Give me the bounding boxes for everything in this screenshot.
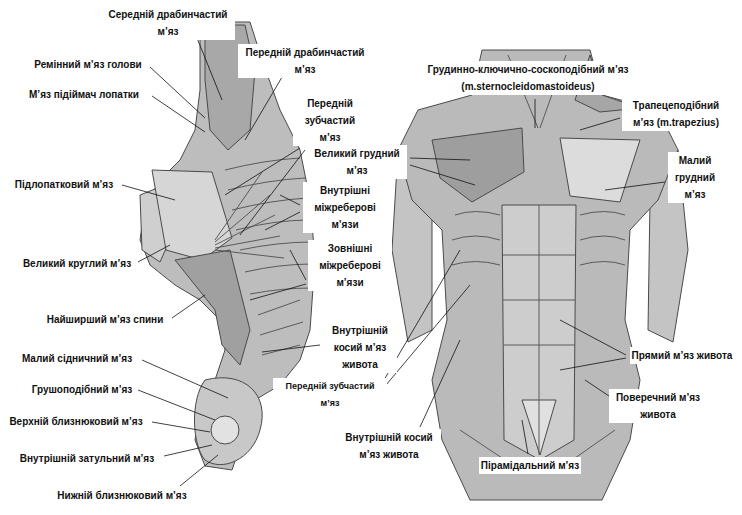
leader-line bbox=[265, 212, 300, 230]
leader-line bbox=[262, 345, 320, 352]
muscle-label: Передній зубчастий м’яз bbox=[293, 95, 367, 146]
rib bbox=[225, 158, 300, 170]
pectoralis-minor bbox=[560, 138, 640, 202]
serratus-fiber bbox=[215, 215, 275, 245]
leader-line bbox=[225, 148, 300, 195]
muscle-label: Малий сідничний м’яз bbox=[20, 350, 134, 367]
leader-line bbox=[152, 422, 210, 432]
muscle-label: Передній драбинчастий м’яз bbox=[238, 44, 372, 78]
serratus-fiber bbox=[215, 236, 280, 248]
linea-alba bbox=[539, 205, 540, 455]
leader-line bbox=[250, 284, 306, 300]
muscle-label: Внутрішній косий м’яз живота bbox=[323, 322, 397, 373]
leader-line bbox=[142, 360, 228, 398]
muscle-label: Зовнішні міжреберові м’язи bbox=[308, 240, 392, 291]
pectoralis-major bbox=[432, 128, 524, 202]
rib bbox=[580, 236, 625, 240]
leader-line bbox=[580, 118, 620, 130]
rib bbox=[580, 212, 625, 216]
tendinous-line bbox=[503, 300, 575, 301]
leader-line bbox=[150, 67, 205, 118]
muscle-label: Прямий м’яз живота bbox=[630, 347, 735, 364]
muscle-label: Великий грудний м’яз bbox=[308, 145, 407, 179]
muscle-label: Верхній близнюковий м’яз bbox=[7, 413, 144, 430]
rib bbox=[452, 262, 500, 266]
muscle-label: Поверечний м’яз живота bbox=[609, 389, 708, 423]
leader-line bbox=[152, 96, 205, 132]
rib bbox=[455, 212, 500, 216]
scapula bbox=[152, 170, 232, 260]
muscle-label: Трапецеподібний м’яз (m.trapezius) bbox=[622, 97, 731, 131]
leader-line bbox=[522, 420, 528, 454]
muscle-label: Внутрішній косий м’яз живота bbox=[337, 429, 441, 463]
muscle-label: Внутрішні міжреберові м’язи bbox=[303, 182, 387, 233]
rib bbox=[580, 262, 625, 266]
muscle-label: Передній зубчастий м’яз bbox=[273, 378, 387, 412]
muscle-label: Підлопатковий м’яз bbox=[13, 176, 115, 193]
leader-line bbox=[195, 33, 222, 100]
muscle-label: Середній драбинчастий м’яз bbox=[101, 6, 235, 40]
leader-line bbox=[138, 245, 170, 262]
muscle-label: Нижній близнюковий м’яз bbox=[55, 487, 188, 504]
leader-line bbox=[138, 390, 215, 420]
rib bbox=[240, 242, 312, 250]
oblique-fiber bbox=[258, 300, 300, 315]
rib bbox=[228, 178, 305, 190]
rectus-abdominis bbox=[502, 205, 576, 460]
leader-line bbox=[245, 72, 285, 140]
leader-line bbox=[122, 185, 175, 200]
muscle-label: М’яз підіймач лопатки bbox=[27, 86, 141, 103]
rib bbox=[452, 236, 500, 240]
leader-line bbox=[280, 195, 300, 205]
muscle-label: Найширший м’яз спини bbox=[45, 311, 166, 328]
muscle-label: Пірамідальний м’яз bbox=[479, 457, 581, 474]
latissimus bbox=[175, 250, 250, 365]
hip-joint bbox=[211, 416, 239, 444]
muscle-label: Великий круглий м’яз bbox=[21, 255, 133, 272]
muscle-label: Внутрішній затульний м’яз bbox=[18, 450, 156, 467]
leader-line bbox=[180, 455, 218, 486]
tendinous-line bbox=[503, 255, 575, 256]
hip bbox=[194, 378, 262, 465]
leader-line bbox=[386, 285, 470, 385]
muscle-label: Ремінний м’яз голови bbox=[32, 56, 143, 73]
leader-line bbox=[290, 250, 306, 280]
tendinous-line bbox=[504, 345, 575, 346]
leader-line bbox=[240, 150, 305, 235]
leader-line bbox=[535, 99, 536, 128]
leader-line bbox=[172, 295, 205, 318]
leader-line bbox=[605, 182, 665, 190]
serratus-fiber bbox=[215, 250, 284, 258]
leader-line bbox=[560, 358, 626, 370]
muscle-label: Грудинно-ключично-соскоподібний м’яз (m.… bbox=[401, 61, 655, 95]
muscle-label: Малий грудний м’яз bbox=[668, 152, 722, 203]
serratus-fiber bbox=[215, 195, 270, 242]
serratus-fiber bbox=[215, 172, 262, 240]
leader-line bbox=[410, 165, 475, 185]
rib bbox=[245, 264, 312, 272]
rib bbox=[232, 198, 308, 210]
leader-line bbox=[420, 340, 460, 427]
muscle-label: Грушоподібний м’яз bbox=[30, 381, 135, 398]
oblique-fiber bbox=[260, 322, 303, 335]
leader-line bbox=[164, 445, 212, 456]
leader-line bbox=[560, 320, 626, 355]
leader-line bbox=[410, 158, 470, 160]
